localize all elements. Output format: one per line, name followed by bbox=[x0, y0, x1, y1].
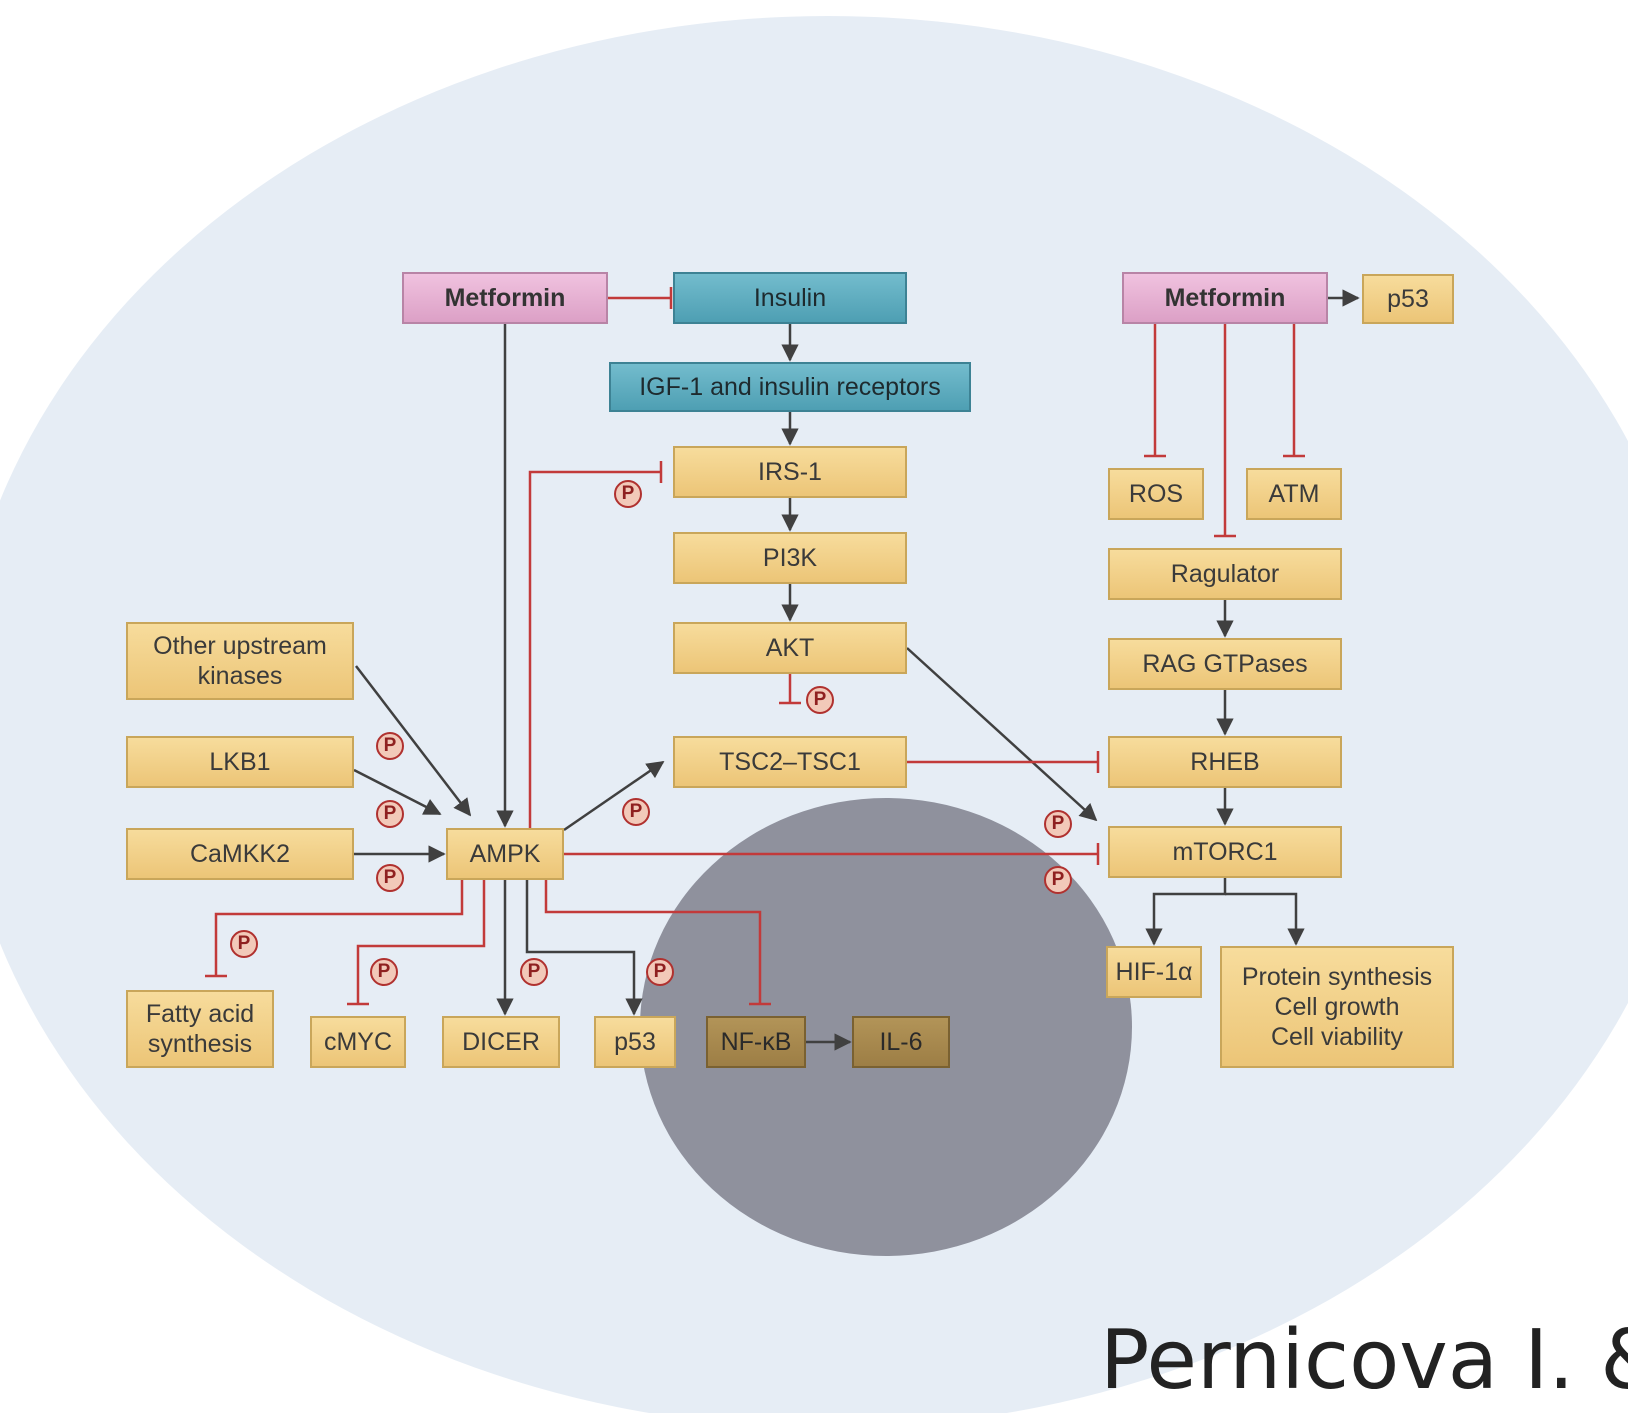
cmyc-label: cMYC bbox=[323, 1028, 393, 1056]
camkk2-box: CaMKK2 bbox=[126, 828, 354, 880]
ampk-label: AMPK bbox=[469, 840, 541, 868]
protein-synthesis-label: Protein synthesis Cell growth Cell viabi… bbox=[1241, 963, 1433, 1051]
mtorc1-box: mTORC1 bbox=[1108, 826, 1342, 878]
irs1-label: IRS-1 bbox=[758, 458, 822, 486]
hif-label: HIF-1α bbox=[1115, 958, 1193, 986]
p53-bottom-box: p53 bbox=[594, 1016, 676, 1068]
irs1-box: IRS-1 bbox=[673, 446, 907, 498]
phospho-marker: P bbox=[1044, 810, 1072, 838]
fatty-acid-box: Fatty acid synthesis bbox=[126, 990, 274, 1068]
rag-label: RAG GTPases bbox=[1142, 650, 1308, 678]
phospho-marker: P bbox=[1044, 866, 1072, 894]
atm-label: ATM bbox=[1268, 480, 1320, 508]
phospho-marker: P bbox=[614, 480, 642, 508]
ampk-box: AMPK bbox=[446, 828, 564, 880]
phospho-marker: P bbox=[376, 800, 404, 828]
tsc-label: TSC2–TSC1 bbox=[719, 748, 861, 776]
ragulator-label: Ragulator bbox=[1170, 560, 1280, 588]
lkb1-box: LKB1 bbox=[126, 736, 354, 788]
ros-label: ROS bbox=[1128, 480, 1184, 508]
phospho-marker: P bbox=[806, 686, 834, 714]
akt-label: AKT bbox=[765, 634, 815, 662]
hif-box: HIF-1α bbox=[1106, 946, 1202, 998]
mtorc1-label: mTORC1 bbox=[1172, 838, 1278, 866]
ros-box: ROS bbox=[1108, 468, 1204, 520]
tsc-box: TSC2–TSC1 bbox=[673, 736, 907, 788]
p53-top-label: p53 bbox=[1387, 285, 1429, 313]
fatty-acid-label: Fatty acid synthesis bbox=[145, 1000, 255, 1058]
camkk2-label: CaMKK2 bbox=[189, 840, 291, 868]
phospho-marker: P bbox=[370, 958, 398, 986]
akt-box: AKT bbox=[673, 622, 907, 674]
other-kinases-box: Other upstream kinases bbox=[126, 622, 354, 700]
il6-box: IL-6 bbox=[852, 1016, 950, 1068]
phospho-marker: P bbox=[230, 930, 258, 958]
il6-label: IL-6 bbox=[879, 1028, 923, 1056]
dicer-label: DICER bbox=[462, 1028, 540, 1056]
insulin-label: Insulin bbox=[753, 284, 827, 312]
metformin-right-label: Metformin bbox=[1164, 284, 1286, 312]
citation-text: Pernicova I. & bbox=[1100, 1313, 1628, 1408]
metformin-left-box: Metformin bbox=[402, 272, 608, 324]
cmyc-box: cMYC bbox=[310, 1016, 406, 1068]
lkb1-label: LKB1 bbox=[209, 748, 271, 776]
rag-box: RAG GTPases bbox=[1108, 638, 1342, 690]
rheb-box: RHEB bbox=[1108, 736, 1342, 788]
other-kinases-label: Other upstream kinases bbox=[153, 632, 327, 690]
metformin-left-label: Metformin bbox=[444, 284, 566, 312]
nfkb-label: NF-κB bbox=[720, 1028, 792, 1056]
p53-bottom-label: p53 bbox=[614, 1028, 656, 1056]
ragulator-box: Ragulator bbox=[1108, 548, 1342, 600]
dicer-box: DICER bbox=[442, 1016, 560, 1068]
pi3k-label: PI3K bbox=[762, 544, 818, 572]
phospho-marker: P bbox=[376, 864, 404, 892]
p53-top-box: p53 bbox=[1362, 274, 1454, 324]
receptors-box: IGF-1 and insulin receptors bbox=[609, 362, 971, 412]
atm-box: ATM bbox=[1246, 468, 1342, 520]
phospho-marker: P bbox=[520, 958, 548, 986]
metformin-right-box: Metformin bbox=[1122, 272, 1328, 324]
insulin-box: Insulin bbox=[673, 272, 907, 324]
protein-synthesis-box: Protein synthesis Cell growth Cell viabi… bbox=[1220, 946, 1454, 1068]
phospho-marker: P bbox=[622, 798, 650, 826]
phospho-marker: P bbox=[376, 732, 404, 760]
receptors-label: IGF-1 and insulin receptors bbox=[639, 373, 941, 401]
pi3k-box: PI3K bbox=[673, 532, 907, 584]
rheb-label: RHEB bbox=[1190, 748, 1260, 776]
nfkb-box: NF-κB bbox=[706, 1016, 806, 1068]
phospho-marker: P bbox=[646, 958, 674, 986]
